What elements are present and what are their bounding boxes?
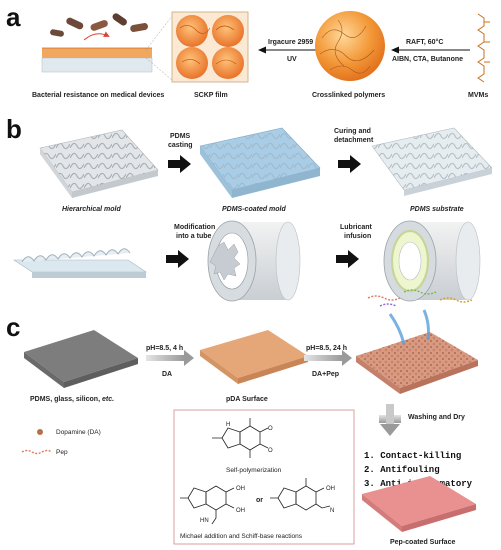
pda-step-bottom: DA	[162, 371, 172, 378]
pdms-coated-mold	[199, 127, 321, 198]
curing-line2: detachment	[334, 137, 374, 144]
film-caption: SCKP film	[194, 92, 228, 99]
bacteria-icons	[50, 13, 149, 37]
panel-b-letter: b	[6, 114, 22, 144]
svg-text:OH: OH	[326, 486, 335, 492]
svg-text:N: N	[330, 508, 334, 514]
pdms-casting-line2: casting	[168, 142, 193, 149]
self-poly-label: Self-polymerization	[226, 467, 282, 474]
mvm-structure	[477, 13, 490, 83]
substrate-caption: PDMS substrate	[410, 206, 464, 213]
uv-step-top: Irgacure 2959	[268, 39, 313, 46]
property-2: 2. Antifouling	[364, 465, 440, 475]
pda-arrow	[146, 350, 194, 366]
panel-b: b Hierarchical mold PDMS casting PDMS-co…	[6, 114, 493, 302]
pdms-casting-arrow	[168, 155, 191, 173]
pep-step-bottom: DA+Pep	[312, 371, 339, 378]
lubricant-line2: infusion	[344, 233, 371, 240]
legend-pep: Pep	[56, 449, 68, 456]
uv-step-bottom: UV	[287, 56, 297, 63]
svg-text:OH: OH	[236, 486, 245, 492]
panel-c-letter: c	[6, 312, 20, 342]
pda-step-top: pH=8.5, 4 h	[146, 345, 183, 352]
panel-a-letter: a	[6, 2, 21, 32]
curing-line1: Curing and	[334, 128, 371, 135]
pdms-strip	[13, 248, 147, 278]
lubricated-tube	[383, 220, 481, 302]
mvms-caption: MVMs	[468, 92, 488, 99]
dopamine-quinone-structure	[212, 418, 269, 458]
bacteria-caption: Bacterial resistance on medical devices	[32, 92, 164, 99]
coated-caption: PDMS-coated mold	[222, 206, 287, 213]
hierarchical-mold	[39, 129, 159, 198]
pep-arrow	[304, 350, 352, 366]
property-1: 1. Contact-killing	[364, 451, 461, 461]
raft-arrow	[391, 46, 470, 54]
svg-text:OH: OH	[236, 508, 245, 514]
panel-a: a Bacterial resistance on medical device…	[6, 2, 490, 99]
final-caption: Pep-coated Surface	[390, 539, 455, 546]
tube-mod-line2: into a tube	[176, 233, 211, 240]
lubricant-line1: Lubricant	[340, 224, 373, 231]
peptide-chains	[367, 289, 473, 307]
washing-arrow	[379, 404, 401, 436]
michael-label: Michael addition and Schiff-base reactio…	[180, 533, 303, 540]
pep-marker	[21, 449, 53, 455]
medical-device-illustration	[41, 13, 153, 73]
crosslinked-polymer-ball	[315, 11, 385, 81]
raft-step-bottom: AIBN, CTA, Butanone	[392, 56, 463, 63]
pdms-tube-open	[207, 220, 301, 302]
pep-coated-substrate	[362, 476, 476, 532]
svg-text:O: O	[268, 448, 273, 454]
pep-step-top: pH=8.5, 24 h	[306, 345, 347, 352]
curing-arrow	[338, 155, 361, 173]
pda-caption: pDA Surface	[226, 396, 268, 403]
device-coating	[42, 48, 152, 58]
raft-step-top: RAFT, 60°C	[406, 38, 443, 46]
mechanism-box: H O O Self-polymerization OH OH HN or OH…	[173, 409, 355, 545]
michael-adduct-structure	[180, 485, 235, 525]
bare-substrate	[24, 330, 138, 388]
svg-text:HN: HN	[200, 518, 209, 524]
substrate-caption-c: PDMS, glass, silicon, etc.	[30, 396, 114, 403]
washing-label: Washing and Dry	[408, 414, 465, 421]
repel-arrow	[83, 31, 110, 41]
svg-text:H: H	[226, 422, 230, 428]
crosslinked-caption: Crosslinked polymers	[312, 92, 385, 99]
panel-c: c PDMS, glass, silicon, etc. pH=8.5, 4 h…	[6, 289, 478, 546]
legend-dopamine: Dopamine (DA)	[56, 429, 101, 436]
legend: Dopamine (DA) Pep	[21, 429, 101, 456]
svg-text:O: O	[268, 426, 273, 432]
uv-arrow	[258, 46, 322, 54]
or-label: or	[256, 497, 263, 504]
pda-substrate	[200, 330, 308, 384]
schiff-base-structure	[270, 478, 331, 511]
pep-modified-surface	[356, 289, 478, 394]
pdms-substrate	[371, 127, 493, 196]
mold-caption: Hierarchical mold	[62, 206, 121, 213]
sckp-film-zoom	[171, 11, 249, 83]
dopamine-marker	[37, 429, 43, 435]
pdms-casting-line1: PDMS	[170, 133, 191, 140]
tube-mod-line1: Modification	[174, 224, 215, 231]
tube-modification-arrow	[166, 250, 189, 268]
device-base	[41, 57, 153, 73]
lubricant-infusion-arrow	[336, 250, 359, 268]
